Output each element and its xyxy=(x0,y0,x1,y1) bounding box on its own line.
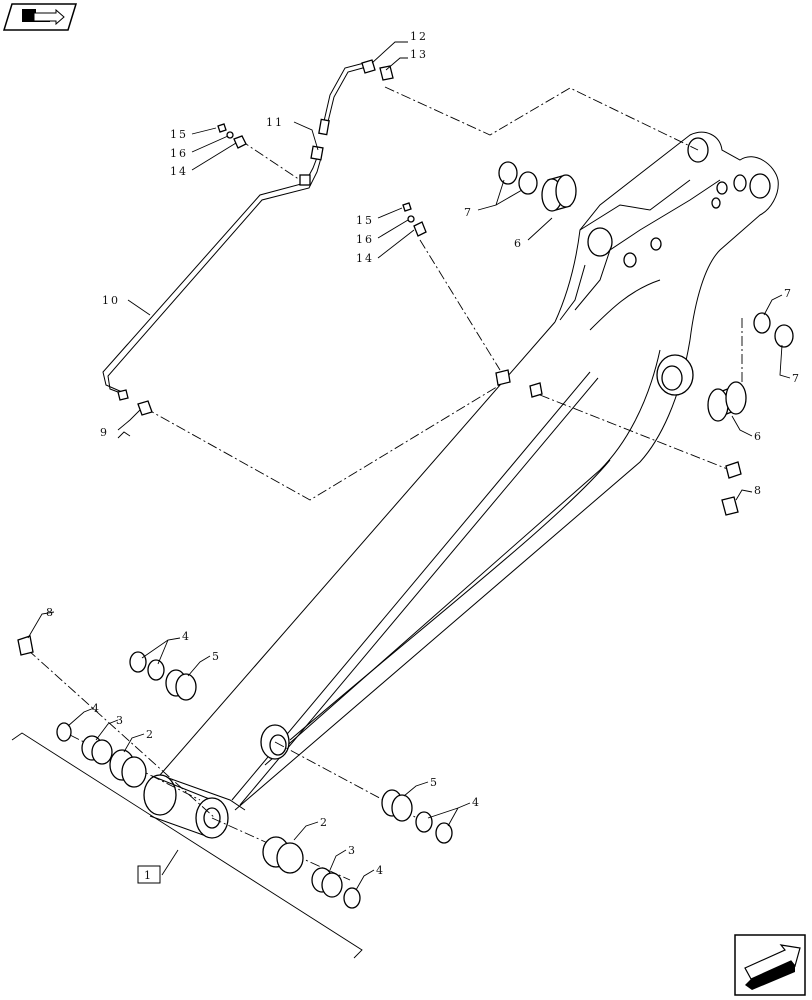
callout-4: 4 xyxy=(182,630,191,643)
callout-13: 13 xyxy=(410,48,428,61)
callout-5: 5 xyxy=(212,650,221,663)
callout-6: 6 xyxy=(754,430,763,443)
grease-line xyxy=(102,61,371,401)
callout-7: 7 xyxy=(784,287,793,300)
callout-2: 2 xyxy=(146,728,155,741)
callout-8: 8 xyxy=(46,606,55,619)
small-parts xyxy=(17,59,742,656)
callout-2: 2 xyxy=(320,816,329,829)
callout-15: 15 xyxy=(356,214,374,227)
callout-6: 6 xyxy=(514,237,523,250)
callout-15: 15 xyxy=(170,128,188,141)
callout-labels: 12 13 11 15 16 14 15 16 14 10 9 7 6 7 7 … xyxy=(46,30,801,882)
callout-14: 14 xyxy=(170,165,188,178)
callout-1: 1 xyxy=(144,869,153,882)
callout-14: 14 xyxy=(356,252,374,265)
boom-body xyxy=(143,131,779,839)
callout-12: 12 xyxy=(410,30,428,43)
callout-8: 8 xyxy=(754,484,763,497)
callout-16: 16 xyxy=(170,147,188,160)
assembly-bracket xyxy=(11,732,363,959)
callout-4: 4 xyxy=(92,702,101,715)
callout-10: 10 xyxy=(102,294,120,307)
callout-5: 5 xyxy=(430,776,439,789)
callout-7: 7 xyxy=(464,206,473,219)
book-nav-icon[interactable] xyxy=(2,3,78,31)
callout-11: 11 xyxy=(266,116,284,129)
callout-box-1 xyxy=(137,865,161,884)
callout-3: 3 xyxy=(348,844,357,857)
callout-4: 4 xyxy=(376,864,385,877)
bushings xyxy=(56,161,794,909)
callout-16: 16 xyxy=(356,233,374,246)
callout-9: 9 xyxy=(100,426,109,439)
callout-7: 7 xyxy=(792,372,801,385)
leader-lines xyxy=(27,41,791,891)
next-page-arrow-icon[interactable] xyxy=(734,934,806,996)
callout-3: 3 xyxy=(116,714,125,727)
callout-4: 4 xyxy=(472,796,481,809)
